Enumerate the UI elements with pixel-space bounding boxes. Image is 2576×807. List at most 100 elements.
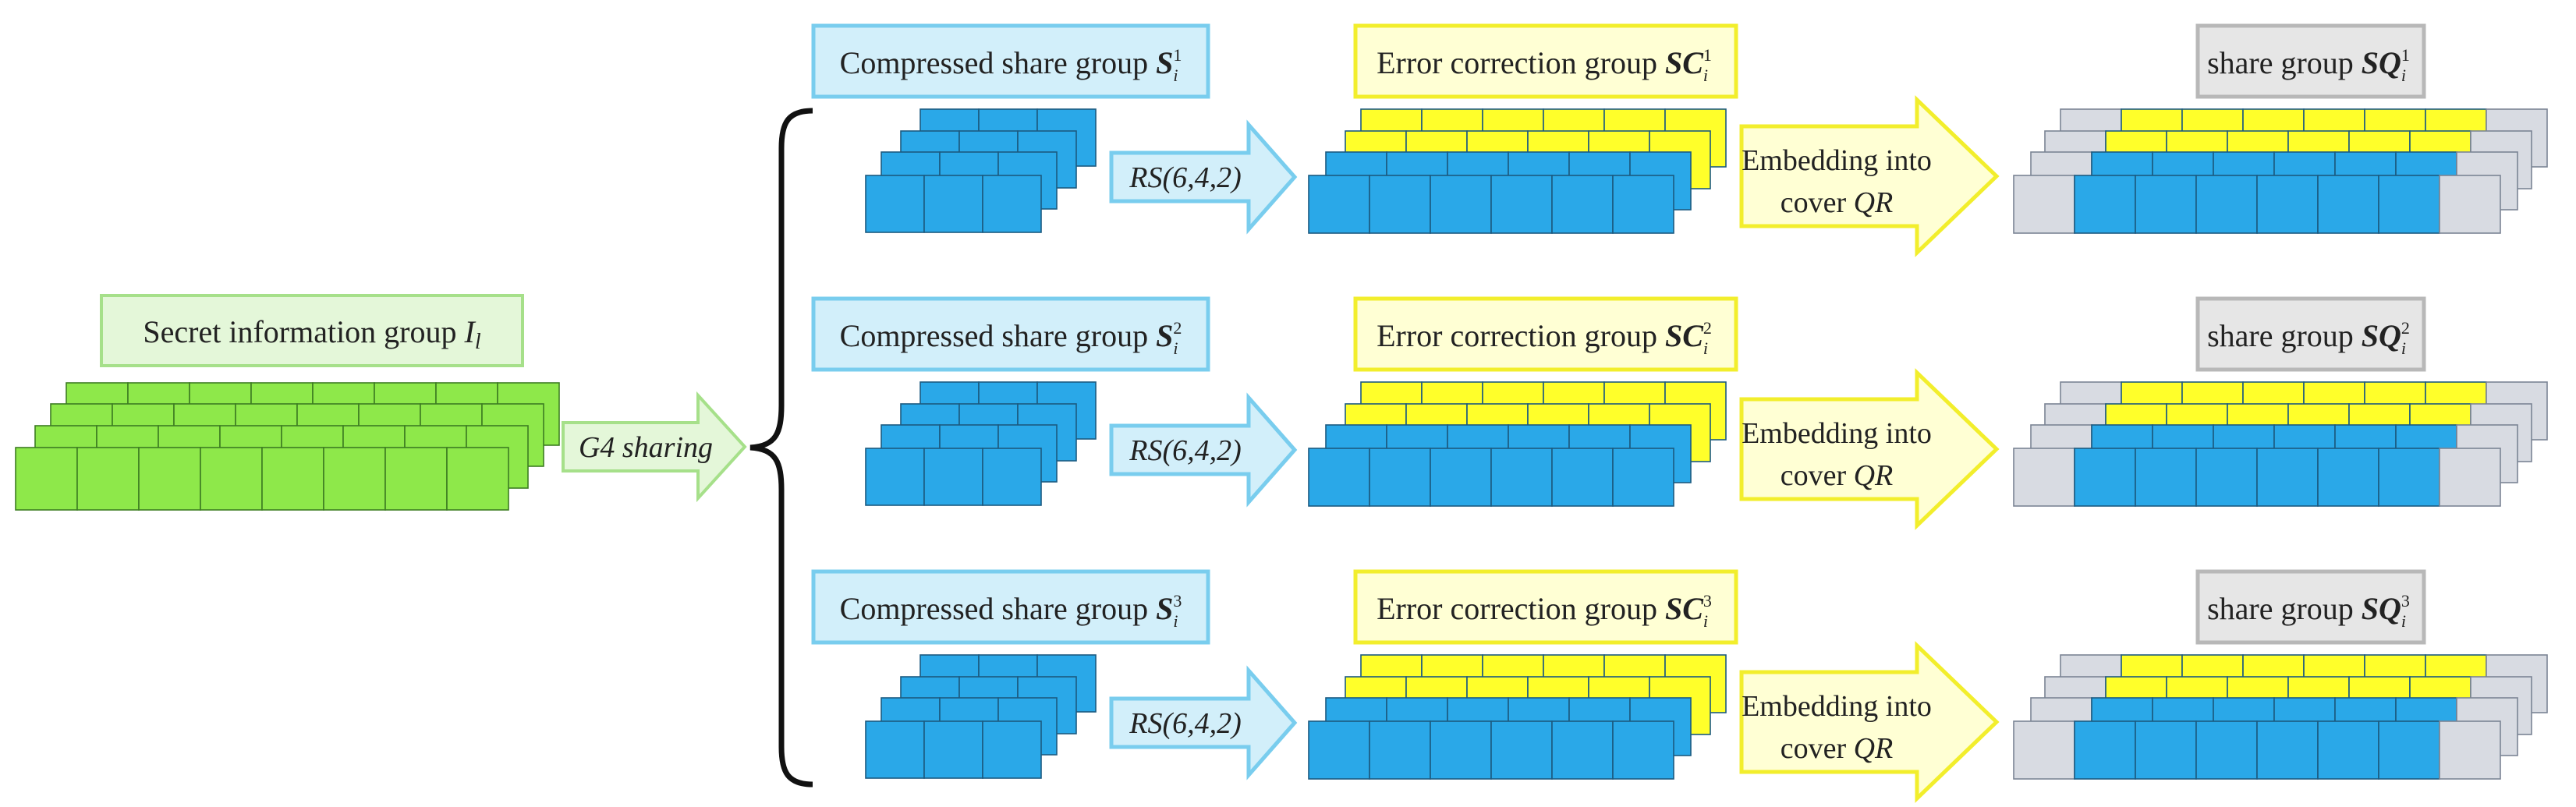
embedding-arrow: Embedding into cover QR [1739,95,2000,257]
error-correction-block [1551,720,1614,780]
secret-information-group: Secret information group Il [15,294,560,511]
compressed-block [923,175,983,233]
compressed-label-box [811,296,1210,372]
compressed-block [982,448,1042,506]
error-label-box [1353,23,1738,99]
cover-qr-block [2013,720,2075,780]
share-block [2135,720,2197,780]
embedding-label-line1: Embedding into [1742,144,1932,177]
error-correction-block [1551,175,1614,234]
share-block [2317,720,2379,780]
error-label-box [1353,296,1738,372]
share-block [2135,448,2197,507]
compressed-label-box [811,23,1210,99]
compressed-block [865,448,925,506]
error-correction-block [1308,175,1370,234]
share-label-box [2195,569,2426,645]
share-block [2256,448,2319,507]
rs-arrow: RS(6,4,2) [1109,392,1298,508]
secret-label: Secret information group Il [143,314,480,354]
share-block [2074,720,2136,780]
share-block [2317,175,2379,234]
error-correction-block [1490,175,1553,234]
secret-block [323,447,386,511]
share-block [2074,448,2136,507]
error-correction-block [1612,448,1674,507]
error-correction-block [1369,720,1431,780]
embedding-label-line2: cover QR [1781,732,1894,765]
secret-block [384,447,448,511]
embedding-label-line2: cover QR [1781,459,1894,492]
share-block [2378,448,2440,507]
error-correction-block [1430,720,1492,780]
error-correction-block [1369,448,1431,507]
secret-block [15,447,78,511]
cover-qr-block [2013,448,2075,507]
secret-label-box [100,294,524,367]
secret-block [76,447,140,511]
secret-block [261,447,324,511]
share-block [2195,720,2258,780]
share-block [2195,448,2258,507]
compressed-label-box [811,569,1210,645]
share-block [2378,175,2440,234]
secret-block [200,447,263,511]
cover-qr-block [2013,175,2075,234]
g4-sharing-label: G4 sharing [579,431,713,464]
embedding-label-line1: Embedding into [1742,417,1932,450]
curly-brace [749,108,813,788]
secret-block-stack [15,382,560,511]
compressed-block [865,720,925,779]
embedding-arrow: Embedding into cover QR [1739,368,2000,530]
rs-label: RS(6,4,2) [1129,434,1242,467]
cover-qr-block [2439,175,2501,234]
cover-qr-block [2439,448,2501,507]
rs-arrow: RS(6,4,2) [1109,665,1298,780]
share-block [2195,175,2258,234]
cover-qr-block [2439,720,2501,780]
secret-block [446,447,509,511]
compressed-block [865,175,925,233]
share-block [2135,175,2197,234]
error-correction-block [1490,448,1553,507]
compressed-block [923,720,983,779]
error-correction-block [1430,448,1492,507]
share-block [2074,175,2136,234]
compressed-block [982,175,1042,233]
error-correction-block [1612,175,1674,234]
error-correction-block [1308,720,1370,780]
embedding-arrow: Embedding into cover QR [1739,641,2000,803]
rs-arrow: RS(6,4,2) [1109,119,1298,235]
error-correction-block [1612,720,1674,780]
share-block [2378,720,2440,780]
share-block [2256,175,2319,234]
compressed-block [923,448,983,506]
g4-sharing-arrow: G4 sharing [562,391,747,503]
rs-label: RS(6,4,2) [1129,161,1242,194]
error-correction-block [1308,448,1370,507]
embedding-label-line2: cover QR [1781,186,1894,219]
share-block [2256,720,2319,780]
share-label-box [2195,23,2426,99]
error-correction-block [1490,720,1553,780]
share-block [2317,448,2379,507]
error-correction-block [1369,175,1431,234]
error-correction-block [1430,175,1492,234]
error-correction-block [1551,448,1614,507]
secret-block [138,447,201,511]
embedding-label-line1: Embedding into [1742,690,1932,723]
rs-label: RS(6,4,2) [1129,707,1242,740]
